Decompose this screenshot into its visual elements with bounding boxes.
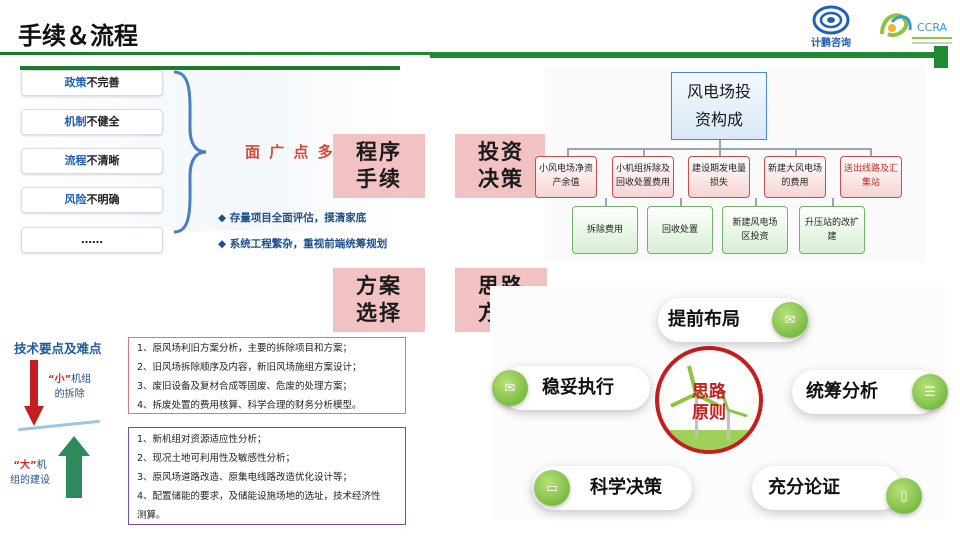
ccra-logo-icon: CCRA [880, 13, 952, 44]
tree-connector [832, 198, 834, 206]
arrow-down-icon [24, 360, 44, 426]
cost-node: 新建大风电场的费用 [764, 156, 826, 198]
bullet-point: ◆ 存量项目全面评估，摸清家底 [218, 212, 367, 224]
sub-cost-node: 新建风电场区投资 [722, 206, 788, 254]
curly-brace-icon [173, 70, 207, 234]
tree-connector [680, 198, 682, 206]
arrow-up-icon [58, 436, 90, 498]
sub-cost-node: 拆除费用 [572, 206, 638, 254]
principle-circle: 思路原则 [655, 346, 763, 454]
problems-top-bar [20, 66, 400, 70]
problem-box: 政策不完善 [21, 70, 163, 96]
tree-connector [643, 148, 645, 156]
tree-connector [567, 148, 569, 156]
method-pill-steady-execution: 稳妥执行 [500, 366, 650, 410]
page-title: 手续＆流程 [18, 22, 138, 50]
label-procedure: 程序手续 [333, 134, 425, 198]
sub-cost-node: 升压站的改扩建 [799, 206, 865, 254]
wind-turbine-icon [659, 365, 759, 450]
jipeng-logo-icon: 计鹏咨询 [811, 5, 851, 49]
label-investment: 投资决策 [455, 134, 547, 198]
svg-text:CCRA: CCRA [917, 21, 948, 34]
tree-connector [795, 148, 797, 156]
construction-points-box: 1、新机组对资源适应性分析； 2、现况土地可利用性及敏感性分析； 3、原风场道路… [128, 427, 406, 525]
header-divider-thick [430, 52, 935, 58]
method-pill-overall-analysis: 统筹分析 [792, 370, 940, 414]
tree-connector [719, 140, 721, 148]
cost-node: 送出线路及汇集站 [840, 156, 902, 198]
method-pill-full-demonstration: 充分论证 [752, 466, 902, 510]
big-unit-label: “大”机 组的建设 [10, 460, 50, 486]
mail-icon: ✉ [492, 370, 528, 406]
removal-points-box: 1、原风场利旧方案分析，主要的拆除项目和方案； 2、旧风场拆除顺序及内容，新旧风… [128, 337, 406, 414]
cost-node: 小风电场净资产余值 [535, 156, 597, 198]
small-unit-label: “小”机组 的拆除 [48, 374, 92, 400]
cost-node: 建设期发电量损失 [688, 156, 750, 198]
problem-box: 风险不明确 [21, 187, 163, 213]
bullet-point: ◆ 系统工程繁杂，重视前端统筹规划 [218, 238, 388, 250]
problem-box: 流程不清晰 [21, 148, 163, 174]
document-icon: ▯ [886, 478, 922, 514]
cost-node: 小机组拆除及回收处置费用 [612, 156, 674, 198]
tree-connector [719, 148, 721, 156]
svg-text:计鹏咨询: 计鹏咨询 [811, 36, 851, 49]
investment-root-node: 风电场投资构成 [671, 72, 767, 140]
tree-connector [755, 198, 757, 206]
tech-points-title: 技术要点及难点 [14, 341, 102, 356]
folder-icon: ▭ [534, 470, 570, 506]
problem-box: …… [21, 227, 163, 253]
mail-icon: ✉ [772, 302, 808, 338]
sub-cost-node: 回收处置 [647, 206, 713, 254]
principle-text: 思路原则 [692, 382, 726, 423]
tree-connector [870, 148, 872, 156]
list-icon: ☰ [912, 374, 948, 410]
tree-connector [605, 198, 607, 206]
header-divider-end [934, 46, 948, 68]
label-scheme: 方案选择 [333, 268, 425, 332]
wide-scope-label: 面 广 点 多 [245, 143, 335, 161]
problem-box: 机制不健全 [21, 109, 163, 135]
